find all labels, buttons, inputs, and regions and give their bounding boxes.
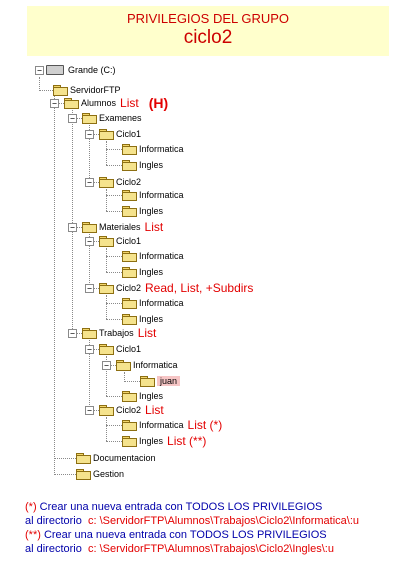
tree-node-mat-ciclo1[interactable]: Ciclo1 <box>99 234 141 248</box>
folder-icon <box>76 469 91 480</box>
folder-icon <box>82 328 97 339</box>
folder-icon <box>99 283 114 294</box>
folder-icon <box>122 160 137 171</box>
permission-label: List <box>145 403 164 417</box>
tree-node-trabajos[interactable]: Trabajos List <box>82 326 156 340</box>
collapse-toggle-trab-ciclo2[interactable]: − <box>85 406 94 415</box>
tree-node-examenes[interactable]: Examenes <box>82 111 142 125</box>
tree-node-trab-c1-informatica[interactable]: Informatica <box>116 358 178 372</box>
tree-node-trab-c1-ingles[interactable]: Ingles <box>122 389 163 403</box>
tree-node-materiales[interactable]: Materiales List <box>82 220 163 234</box>
footnote-1-line-1: (*) Crear una nueva entrada con TODOS LO… <box>25 501 323 513</box>
folder-icon <box>116 360 131 371</box>
hard-drive-icon <box>46 65 64 75</box>
folder-icon <box>64 98 79 109</box>
collapse-toggle-exam-ciclo2[interactable]: − <box>85 178 94 187</box>
tree-node-exam-ciclo2[interactable]: Ciclo2 <box>99 175 141 189</box>
folder-icon <box>53 85 68 96</box>
collapse-toggle-examenes[interactable]: − <box>68 114 77 123</box>
permission-label: Read, List, +Subdirs <box>145 281 254 295</box>
collapse-toggle-exam-ciclo1[interactable]: − <box>85 130 94 139</box>
header-banner: PRIVILEGIOS DEL GRUPO ciclo2 <box>27 6 389 56</box>
header-title: PRIVILEGIOS DEL GRUPO <box>126 11 290 26</box>
folder-icon <box>82 113 97 124</box>
permission-label: List (*) <box>187 418 223 432</box>
folder-icon <box>82 222 97 233</box>
footnote-1-line-2: al directorio c: \ServidorFTP\Alumnos\Tr… <box>25 515 360 527</box>
folder-icon <box>122 144 137 155</box>
tree-node-exam-c2-informatica[interactable]: Informatica <box>122 188 184 202</box>
header-subtitle: ciclo2 <box>183 27 233 48</box>
tree-node-alumnos[interactable]: Alumnos List (H) <box>64 95 169 111</box>
permission-label: List (**) <box>167 434 207 448</box>
tree-node-mat-ciclo2[interactable]: Ciclo2 Read, List, +Subdirs <box>99 281 253 295</box>
tree-node-documentacion[interactable]: Documentacion <box>76 451 156 465</box>
collapse-toggle-trabajos[interactable]: − <box>68 329 77 338</box>
folder-icon <box>122 436 137 447</box>
tree-node-gestion[interactable]: Gestion <box>76 467 124 481</box>
footnote-2-line-1: (**) Crear una nueva entrada con TODOS L… <box>25 529 327 541</box>
footnote-2-path: c: \ServidorFTP\Alumnos\Trabajos\Ciclo2\… <box>87 543 334 555</box>
permission-label: List <box>137 326 157 340</box>
permission-label: List <box>144 220 164 234</box>
collapse-toggle-materiales[interactable]: − <box>68 223 77 232</box>
folder-icon <box>122 314 137 325</box>
folder-icon <box>99 405 114 416</box>
collapse-toggle-drive[interactable]: − <box>35 66 44 75</box>
collapse-toggle-mat-ciclo2[interactable]: − <box>85 284 94 293</box>
collapse-toggle-trab-c1-informatica[interactable]: − <box>102 361 111 370</box>
tree-node-drive[interactable]: Grande (C:) <box>46 63 116 77</box>
tree-node-trab-ciclo1[interactable]: Ciclo1 <box>99 342 141 356</box>
tree-node-exam-c1-ingles[interactable]: Ingles <box>122 158 163 172</box>
tree-node-trab-ciclo2[interactable]: Ciclo2 List <box>99 403 164 417</box>
folder-icon <box>76 453 91 464</box>
folder-icon <box>99 344 114 355</box>
tree-node-exam-ciclo1[interactable]: Ciclo1 <box>99 127 141 141</box>
folder-icon <box>122 251 137 262</box>
tree-node-mat-c1-informatica[interactable]: Informatica <box>122 249 184 263</box>
folder-icon <box>122 420 137 431</box>
tree-node-exam-c2-ingles[interactable]: Ingles <box>122 204 163 218</box>
folder-icon <box>99 129 114 140</box>
folder-icon <box>99 236 114 247</box>
folder-icon <box>122 190 137 201</box>
collapse-toggle-mat-ciclo1[interactable]: − <box>85 237 94 246</box>
permission-label: List <box>120 96 139 110</box>
tree-node-trab-c2-ingles[interactable]: Ingles List (**) <box>122 434 206 448</box>
tree-node-exam-c1-informatica[interactable]: Informatica <box>122 142 184 156</box>
footnotes: (*) Crear una nueva entrada con TODOS LO… <box>25 500 405 556</box>
tree-node-trab-c1-juan[interactable]: juan <box>140 374 181 388</box>
tree-node-mat-c2-informatica[interactable]: Informatica <box>122 296 184 310</box>
folder-icon <box>122 267 137 278</box>
folder-icon <box>122 206 137 217</box>
hidden-flag-label: (H) <box>148 95 169 111</box>
collapse-toggle-alumnos[interactable]: − <box>50 99 59 108</box>
tree-node-mat-c2-ingles[interactable]: Ingles <box>122 312 163 326</box>
collapse-toggle-trab-ciclo1[interactable]: − <box>85 345 94 354</box>
folder-icon <box>122 298 137 309</box>
folder-icon <box>99 177 114 188</box>
tree-node-servidorftp[interactable]: ServidorFTP <box>53 83 121 97</box>
footnote-1-path: c: \ServidorFTP\Alumnos\Trabajos\Ciclo2\… <box>87 515 360 527</box>
tree-node-mat-c1-ingles[interactable]: Ingles <box>122 265 163 279</box>
footnote-2-line-2: al directorio c: \ServidorFTP\Alumnos\Tr… <box>25 543 334 555</box>
folder-icon <box>122 391 137 402</box>
tree-node-trab-c2-informatica[interactable]: Informatica List (*) <box>122 418 222 432</box>
folder-icon <box>140 376 155 387</box>
